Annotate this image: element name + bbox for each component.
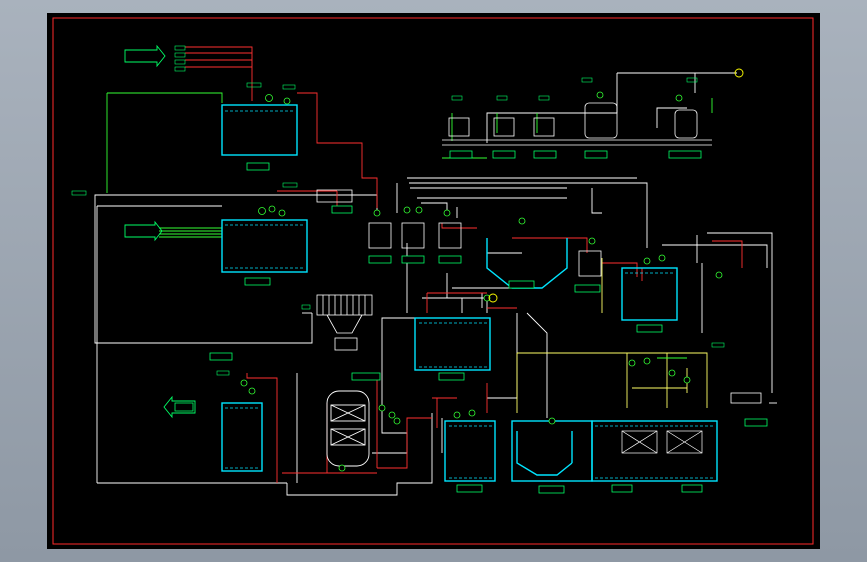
tank-dashes (225, 110, 714, 479)
dosing-tanks-middle (316, 189, 762, 404)
white-pipe-network (94, 72, 777, 496)
tank-middle (414, 317, 491, 371)
pump-top-right (734, 68, 744, 78)
filter-press (316, 294, 373, 351)
dosing-tanks-top (442, 102, 712, 146)
tank-right (621, 267, 678, 321)
tank-lower-middle (444, 420, 496, 482)
cad-viewport[interactable] (47, 13, 820, 549)
tank-sedimentation (511, 420, 593, 482)
process-flow-drawing (52, 17, 814, 545)
drawing-border (52, 17, 814, 545)
tank-top (221, 104, 298, 156)
flow-arrows (124, 44, 196, 419)
instrument-circles (240, 91, 723, 472)
green-pipe-network (106, 92, 713, 359)
tank-cone-reactor (486, 238, 568, 289)
aeration-media (621, 430, 703, 454)
tank-lower-left (221, 402, 263, 472)
red-pipe-network (185, 46, 743, 483)
pump-middle (488, 293, 498, 303)
tank-outlines (221, 104, 718, 482)
tank-aeration (591, 420, 718, 482)
tank-upper-left (221, 219, 308, 273)
filter-column (326, 390, 370, 467)
pumps (488, 68, 744, 303)
instrument-tags (71, 45, 725, 376)
yellow-pipe-network (516, 258, 708, 413)
equipment-label-boxes (174, 150, 768, 494)
